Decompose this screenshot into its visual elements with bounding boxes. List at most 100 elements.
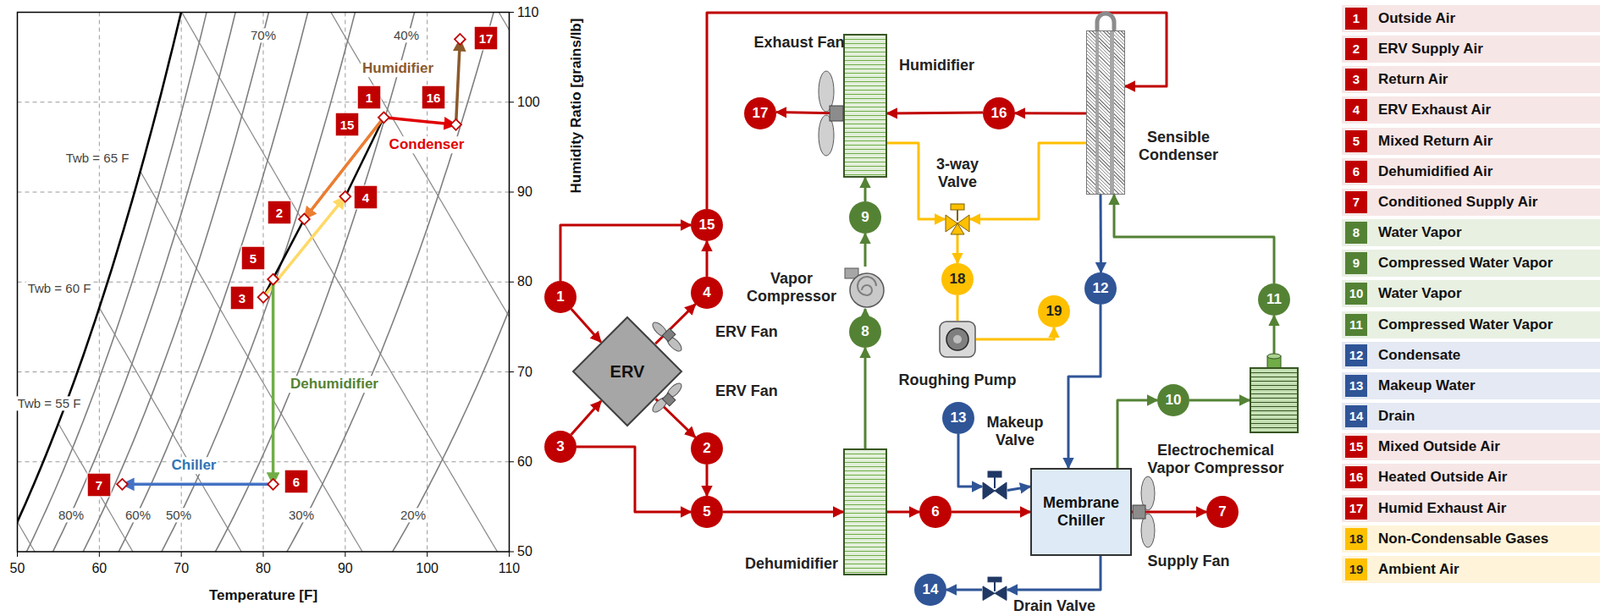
- callout-number: 17: [474, 27, 498, 50]
- node-text: 7: [1218, 503, 1226, 521]
- node-text: 3: [556, 438, 564, 456]
- tick-mark: [509, 192, 515, 194]
- compressor-volute: [849, 273, 884, 308]
- process-arrow: [456, 38, 461, 125]
- valve-cap: [950, 204, 965, 210]
- legend-row: 9Compressed Water Vapor: [1341, 249, 1600, 277]
- legend-row: 8Water Vapor: [1341, 219, 1600, 247]
- tick-mark: [344, 551, 346, 558]
- callout-number: 15: [336, 113, 359, 137]
- ecvc-box: Electrochemical Vapor Compressor: [1249, 367, 1299, 434]
- stream-circle: 16: [982, 97, 1016, 130]
- stream-circle: 18: [941, 263, 974, 296]
- legend-row: 11Compressed Water Vapor: [1341, 311, 1600, 339]
- valve-stem: [993, 477, 996, 489]
- process-label: Humidifier: [360, 60, 436, 78]
- callout-number: 16: [422, 86, 446, 110]
- tick-label: 60: [91, 561, 107, 577]
- process-arrow: [121, 483, 273, 487]
- condenser-u-bend: [1097, 13, 1115, 31]
- legend-text: Conditioned Supply Air: [1378, 188, 1538, 216]
- legend-row: 7Conditioned Supply Air: [1341, 188, 1600, 216]
- node-text: 12: [1092, 280, 1109, 298]
- callout-number: 3: [231, 286, 254, 310]
- rh-curve: [17, 12, 510, 553]
- mixing-line: [263, 219, 304, 298]
- legend-text: Drain: [1378, 402, 1415, 431]
- component-label: Vapor Compressor: [746, 270, 837, 305]
- callout-number: 14: [1349, 408, 1364, 424]
- tick-mark: [509, 461, 515, 463]
- cap-top: [1267, 353, 1281, 359]
- rh-curve: [17, 12, 510, 553]
- stream-circle: 10: [1157, 384, 1190, 417]
- node-text: ERV: [610, 362, 646, 382]
- flow-connector: [864, 308, 867, 316]
- callout-number: 5: [1352, 133, 1360, 149]
- valve-stem: [956, 209, 959, 221]
- tick-mark: [509, 11, 515, 13]
- tick-label: 50: [517, 544, 533, 560]
- chart-annotation: Twb = 55 F: [16, 396, 83, 411]
- fan-hub: [662, 392, 676, 407]
- node-text: 4: [702, 284, 711, 302]
- flow-connector: [1007, 486, 1031, 491]
- node-text: 9: [860, 209, 869, 227]
- chart-annotation: 50%: [164, 507, 194, 523]
- valve-stem: [993, 582, 996, 592]
- grid-line: [99, 12, 100, 553]
- callout-number: 6: [1352, 164, 1360, 179]
- node-text: 14: [922, 581, 939, 599]
- flow-connector: [951, 511, 1031, 514]
- node-text: 13: [950, 409, 967, 427]
- flow-connector: [887, 143, 945, 220]
- valve-cap: [987, 577, 1002, 583]
- legend-swatch: 8: [1345, 221, 1368, 244]
- plot-area: [17, 12, 510, 553]
- legend-text: Makeup Water: [1378, 372, 1476, 400]
- node-text: 11: [1266, 291, 1282, 309]
- component-label: Dehumidifier: [744, 555, 839, 574]
- callout-number: 4: [1352, 102, 1360, 117]
- part-label: Supply Fan: [1147, 552, 1230, 571]
- flow-connector: [706, 464, 709, 497]
- legend-row: 16Heated Outside Air: [1341, 463, 1600, 492]
- legend-text: Outside Air: [1378, 5, 1456, 33]
- legend-swatch: 12: [1345, 344, 1368, 367]
- tick-label: 100: [415, 561, 439, 577]
- legend-swatch: 18: [1345, 528, 1368, 551]
- flow-connector: [655, 303, 696, 344]
- saturation-curve: [17, 12, 264, 553]
- callout-number: 6: [285, 470, 309, 494]
- rh-curve: [17, 12, 510, 553]
- callout-number: 13: [1349, 378, 1364, 393]
- tick-label: 100: [517, 94, 541, 111]
- legend-row: 10Water Vapor: [1341, 280, 1600, 308]
- flow-connector: [1099, 194, 1104, 273]
- stream-circle: 13: [942, 402, 975, 435]
- node-text: 15: [699, 216, 716, 234]
- wet-bulb-line: [140, 171, 510, 552]
- flow-connector: [887, 511, 920, 514]
- exchanger-box: Dehumidifier: [843, 448, 888, 576]
- tick-label: 90: [337, 561, 354, 577]
- callout-number: 5: [242, 247, 265, 271]
- tick-mark: [262, 551, 264, 558]
- node-text: 17: [752, 104, 769, 122]
- callout-number: 8: [1352, 225, 1360, 240]
- valve-body: [982, 586, 995, 602]
- rh-curve: [17, 12, 510, 553]
- fan-hub: [1132, 505, 1146, 519]
- legend-row: 5Mixed Return Air: [1341, 127, 1600, 155]
- chart-annotation: 60%: [123, 507, 153, 523]
- legend-text: Dehumidified Air: [1378, 158, 1493, 186]
- flow-connector: [1015, 111, 1087, 115]
- callout-number: 2: [268, 201, 292, 225]
- state-point: [267, 479, 279, 491]
- valve-body: [950, 223, 965, 235]
- tick-label: 110: [517, 4, 540, 20]
- node-text: 5: [702, 503, 711, 521]
- callout-number: 3: [1352, 71, 1360, 87]
- legend-swatch: 11: [1345, 314, 1368, 337]
- state-point: [116, 479, 128, 491]
